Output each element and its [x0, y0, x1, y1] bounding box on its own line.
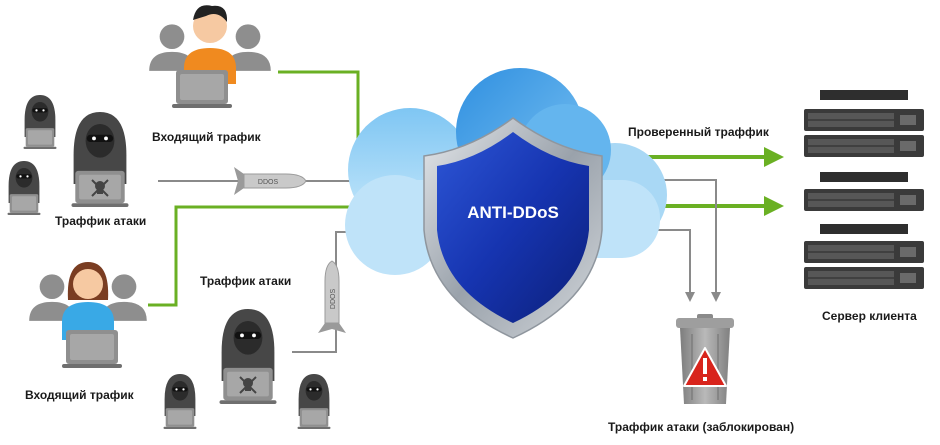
missile-label: DDOS — [258, 179, 279, 186]
missile-icon: DDOS — [233, 166, 307, 196]
laptop-icon — [219, 367, 277, 404]
laptop-icon — [23, 128, 57, 149]
label-incoming-bottom: Входящий трафик — [25, 388, 134, 402]
warning-icon — [683, 347, 727, 387]
laptop-icon — [297, 408, 331, 429]
shield-label: ANTI-DDoS — [467, 203, 559, 222]
incoming-user-top — [149, 5, 271, 108]
label-attack-bottom: Траффик атаки — [200, 274, 292, 288]
label-server: Сервер клиента — [822, 309, 917, 323]
server-icon — [803, 90, 925, 158]
server-icon — [803, 224, 925, 290]
laptop-icon — [7, 194, 41, 215]
label-attack-left: Траффик атаки — [55, 214, 147, 228]
attack-group-left — [7, 95, 129, 215]
server-icon — [803, 172, 925, 212]
attack-group-bottom — [163, 309, 331, 429]
missile-label: DDOS — [330, 289, 337, 310]
laptop-icon — [62, 330, 122, 368]
shield-icon: ANTI-DDoS — [423, 117, 603, 339]
label-incoming-top: Входящий трафик — [152, 130, 261, 144]
laptop-icon — [71, 170, 129, 207]
gray-arrow-blocked-2 — [660, 179, 721, 302]
incoming-user-bottom — [29, 262, 147, 368]
laptop-icon — [172, 70, 232, 108]
label-verified: Проверенный траффик — [628, 125, 769, 139]
laptop-icon — [163, 408, 197, 429]
label-blocked: Траффик атаки (заблокирован) — [608, 420, 795, 434]
green-line-bottom-user — [148, 205, 370, 307]
missile-icon: DDOS — [317, 260, 347, 334]
